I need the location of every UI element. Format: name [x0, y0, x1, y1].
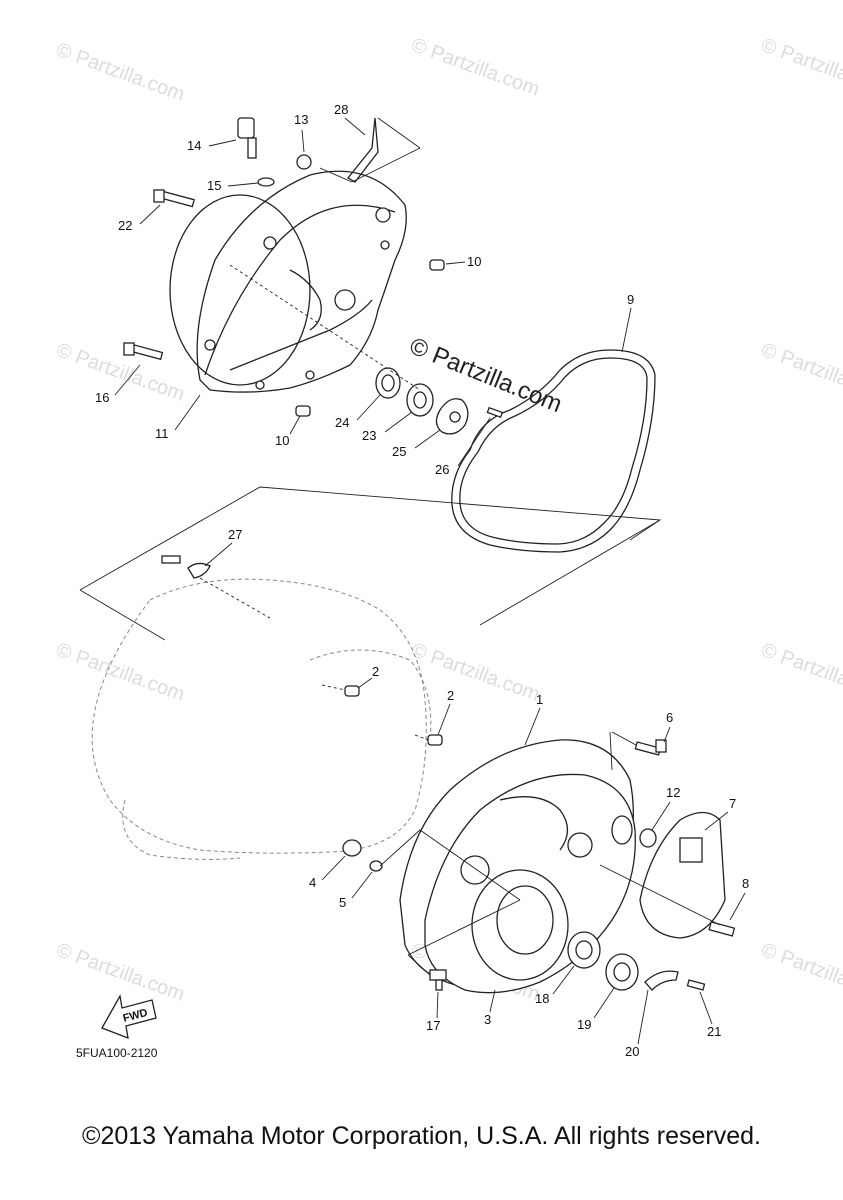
oil-seal-24: [375, 367, 401, 399]
bracket-28: [347, 117, 379, 183]
watermark: © Partzilla.com: [758, 639, 843, 706]
plate-25: [435, 398, 469, 435]
gasket-9: [451, 349, 656, 553]
bearing-18: [567, 931, 601, 969]
callout-27: 27: [228, 527, 242, 542]
callout-8: 8: [742, 876, 749, 891]
plate-20: [644, 970, 679, 991]
screw-21: [686, 979, 706, 991]
diagram-code: 5FUA100-2120: [76, 1046, 158, 1060]
callout-25: 25: [392, 444, 406, 459]
plug-4: [342, 839, 362, 857]
bolt-16: [123, 342, 164, 361]
watermark: © Partzilla.com: [53, 639, 187, 706]
dowel-10b: [295, 405, 311, 417]
o-ring-5: [369, 860, 383, 872]
callout-28: 28: [334, 102, 348, 117]
callout-19: 19: [577, 1017, 591, 1032]
callout-26: 26: [435, 462, 449, 477]
callout-17: 17: [426, 1018, 440, 1033]
callout-22: 22: [118, 218, 132, 233]
watermark: © Partzilla.com: [758, 339, 843, 406]
callout-2b: 2: [447, 688, 454, 703]
bolt-17: [429, 969, 447, 991]
washer-12: [639, 828, 657, 848]
watermark: © Partzilla.com: [408, 34, 542, 101]
callout-20: 20: [625, 1044, 639, 1059]
callout-13: 13: [294, 112, 308, 127]
bolt-27: [161, 555, 211, 579]
crankcase-cover-3: [424, 773, 636, 994]
bolt-22: [153, 189, 195, 208]
fwd-arrow-icon: FWD: [101, 994, 157, 1040]
callout-1: 1: [536, 692, 543, 707]
dowel-2b: [427, 734, 443, 746]
callout-3: 3: [484, 1012, 491, 1027]
dipstick-14: [237, 117, 257, 159]
watermark: © Partzilla.com: [758, 939, 843, 1006]
crankcase-cover-11: [169, 170, 407, 393]
callout-10b: 10: [275, 433, 289, 448]
callout-10a: 10: [467, 254, 481, 269]
watermark: © Partzilla.com: [53, 39, 187, 106]
mounting-plane: [79, 486, 662, 626]
callout-18: 18: [535, 991, 549, 1006]
engine-outline: [91, 578, 432, 860]
callout-23: 23: [362, 428, 376, 443]
callout-4: 4: [309, 875, 316, 890]
watermark: © Partzilla.com: [408, 639, 542, 706]
callout-24: 24: [335, 415, 349, 430]
bolt-8: [708, 921, 736, 937]
callout-21: 21: [707, 1024, 721, 1039]
callout-7: 7: [729, 796, 736, 811]
callout-14: 14: [187, 138, 201, 153]
callout-16: 16: [95, 390, 109, 405]
dowel-2a: [344, 685, 360, 697]
cover-7: [639, 811, 726, 939]
callout-11: 11: [155, 426, 169, 441]
copyright-footer: ©2013 Yamaha Motor Corporation, U.S.A. A…: [82, 1122, 761, 1150]
screw-26: [486, 406, 504, 419]
dowel-10a: [429, 259, 445, 271]
callout-12: 12: [666, 785, 680, 800]
oil-seal-19: [605, 953, 639, 991]
plug-13: [296, 154, 312, 170]
o-ring-15: [257, 177, 275, 187]
callout-9: 9: [627, 292, 634, 307]
callout-2a: 2: [372, 664, 379, 679]
watermark: © Partzilla.com: [53, 339, 187, 406]
callout-6: 6: [666, 710, 673, 725]
callouts: 28 13 14 15 22 10 9 16 11 10 24 23 25 26…: [95, 102, 749, 1059]
bearing-23: [406, 383, 434, 417]
bolt-6: [634, 739, 667, 756]
callout-5: 5: [339, 895, 346, 910]
watermark: © Partzilla.com: [758, 34, 843, 101]
callout-15: 15: [207, 178, 221, 193]
